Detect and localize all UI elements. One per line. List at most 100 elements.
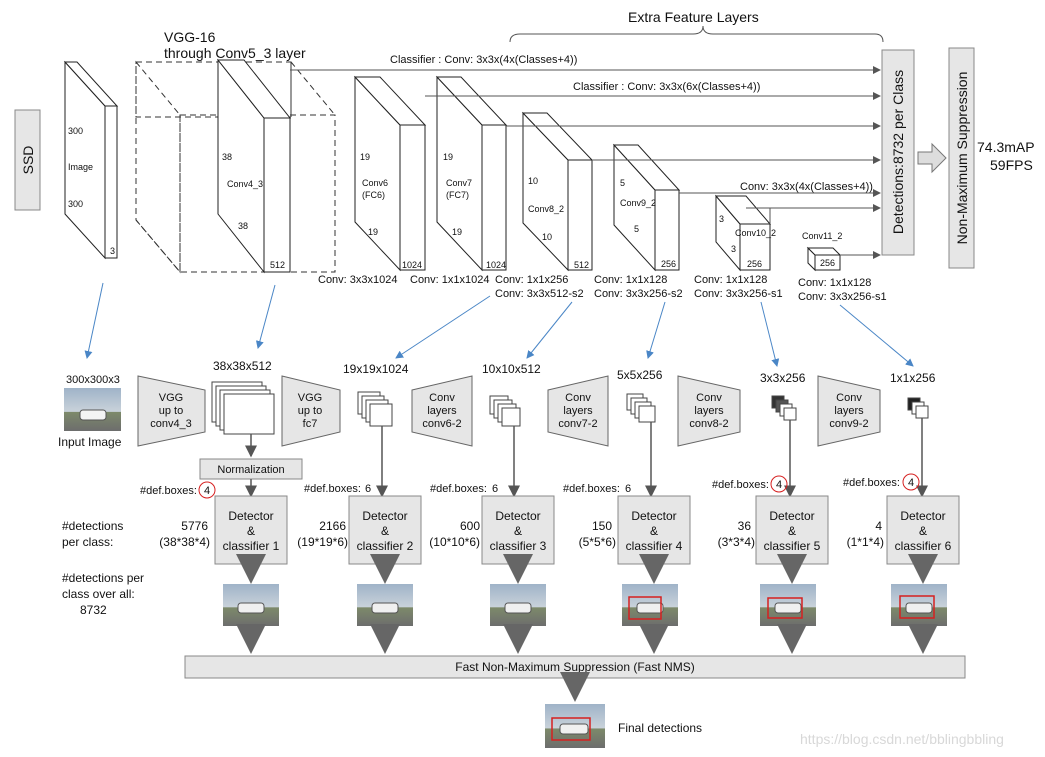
detection-box-4 bbox=[628, 596, 662, 620]
size-38: 38x38x512 bbox=[213, 359, 272, 373]
detector-6-l2: & bbox=[919, 524, 927, 538]
defboxes-label-3: #def.boxes: bbox=[430, 483, 487, 495]
detector-4: Detector & classifier 4 bbox=[617, 495, 691, 565]
ssd-label: SSD bbox=[20, 146, 36, 175]
size-5: 5x5x256 bbox=[617, 368, 663, 382]
conv7-2-l3: conv7-2 bbox=[558, 418, 597, 430]
conv-layers-conv8-2: Conv layers conv8-2 bbox=[677, 375, 741, 447]
conv4-3-w: 38 bbox=[238, 221, 248, 231]
detector-1-l3: classifier 1 bbox=[223, 539, 280, 553]
detections-box: Detections:8732 per Class bbox=[881, 49, 915, 256]
conv8-2-h: 10 bbox=[528, 176, 538, 186]
thumb-to-nms-arrows bbox=[236, 624, 938, 654]
conv7-2-l1: Conv bbox=[565, 392, 591, 404]
defboxes-value-1: 4 bbox=[204, 485, 210, 497]
conv9-2-w: 5 bbox=[634, 224, 639, 234]
conv8-2-l3: conv8-2 bbox=[689, 418, 728, 430]
conv-layers-conv7-2: Conv layers conv7-2 bbox=[547, 375, 609, 447]
defboxes-value-2: 6 bbox=[365, 483, 371, 495]
conv7-label-2: (FC7) bbox=[446, 190, 469, 200]
count-5-formula: (3*3*4) bbox=[718, 535, 755, 549]
detector-1-l2: & bbox=[247, 524, 255, 538]
conv9-2-l2: layers bbox=[834, 405, 864, 417]
fast-nms-label: Fast Non-Maximum Suppression (Fast NMS) bbox=[455, 660, 694, 674]
conv6-block: 19 Conv6 (FC6) 19 1024 bbox=[353, 75, 427, 272]
detections-overall-1: #detections per bbox=[62, 571, 144, 585]
feature-stack-38 bbox=[211, 381, 275, 435]
detection-box-5 bbox=[767, 597, 803, 619]
classifier-4b-label: Conv: 3x3x(4x(Classes+4)) bbox=[740, 181, 873, 193]
conv7-block: 19 Conv7 (FC7) 19 1024 bbox=[435, 75, 508, 272]
defboxes-value-6: 4 bbox=[908, 477, 914, 489]
thumbnail-5 bbox=[760, 584, 816, 626]
detector-3-l3: classifier 3 bbox=[490, 539, 547, 553]
conv11-2-block: Conv11_2 256 bbox=[802, 231, 842, 272]
extra-layers-brace bbox=[509, 25, 884, 43]
caption-conv7: Conv: 1x1x1024 bbox=[410, 274, 490, 286]
conv7-w: 19 bbox=[452, 227, 462, 237]
detector-2-l1: Detector bbox=[362, 509, 407, 523]
size-10: 10x10x512 bbox=[482, 362, 541, 376]
detector-4-l3: classifier 4 bbox=[626, 539, 683, 553]
count-3: 600 bbox=[460, 519, 480, 533]
extra-feature-layers-label: Extra Feature Layers bbox=[628, 9, 759, 25]
conv10-2-block: 3 Conv10_2 3 256 bbox=[714, 194, 776, 272]
conv6-2-l2: layers bbox=[427, 405, 457, 417]
caption-conv8-a: Conv: 1x1x256 bbox=[495, 274, 568, 286]
conv6-2-l1: Conv bbox=[429, 392, 455, 404]
conv9-2-h: 5 bbox=[620, 178, 625, 188]
detector-4-l2: & bbox=[650, 524, 658, 538]
detector-2: Detector & classifier 2 bbox=[348, 495, 422, 565]
normalization-box: Normalization bbox=[199, 458, 303, 480]
size-input: 300x300x3 bbox=[66, 374, 120, 386]
input-image-label: Input Image bbox=[58, 435, 122, 449]
caption-conv9-b: Conv: 3x3x256-s2 bbox=[594, 288, 683, 300]
classifier-4-label: Classifier : Conv: 3x3x(4x(Classes+4)) bbox=[390, 54, 577, 66]
defboxes-circle-1 bbox=[198, 481, 216, 499]
feature-stack-5 bbox=[626, 393, 656, 423]
conv9-2-d: 256 bbox=[661, 259, 676, 269]
caption-conv11-b: Conv: 3x3x256-s1 bbox=[798, 291, 887, 303]
vgg1-line1: VGG bbox=[159, 392, 183, 404]
conv7-d: 1024 bbox=[486, 260, 506, 270]
vgg-title-2: through Conv5_3 layer bbox=[164, 45, 306, 61]
conv9-2-l3: conv9-2 bbox=[829, 418, 868, 430]
conv4-3-h: 38 bbox=[222, 152, 232, 162]
defboxes-value-4: 6 bbox=[625, 483, 631, 495]
detector-1-l1: Detector bbox=[228, 509, 273, 523]
conv-layers-conv9-2: Conv layers conv9-2 bbox=[817, 375, 881, 447]
caption-conv6: Conv: 3x3x1024 bbox=[318, 274, 398, 286]
count-1: 5776 bbox=[181, 519, 208, 533]
conv10-2-label: Conv10_2 bbox=[735, 228, 776, 238]
image-block: 300 Image 300 3 bbox=[63, 60, 119, 260]
fps-score: 59FPS bbox=[990, 157, 1033, 173]
conv11-2-label: Conv11_2 bbox=[802, 231, 842, 241]
count-6-formula: (1*1*4) bbox=[847, 535, 884, 549]
result-thumbnails bbox=[223, 584, 947, 626]
vgg2-line3: fc7 bbox=[303, 418, 318, 430]
conv10-2-h: 3 bbox=[719, 214, 724, 224]
classifier-6-label: Classifier : Conv: 3x3x(6x(Classes+4)) bbox=[573, 81, 760, 93]
conv-layers-conv6-2: Conv layers conv6-2 bbox=[411, 375, 473, 447]
detector-2-l2: & bbox=[381, 524, 389, 538]
detector-6-l3: classifier 6 bbox=[895, 539, 952, 553]
conv6-h: 19 bbox=[360, 152, 370, 162]
defboxes-label-1: #def.boxes: bbox=[140, 485, 197, 497]
final-detection-box bbox=[551, 717, 591, 741]
conv8-2-l2: layers bbox=[694, 405, 724, 417]
detection-box-6 bbox=[899, 595, 935, 619]
detections-per-class-2: per class: bbox=[62, 535, 113, 549]
feature-stack-3 bbox=[771, 395, 797, 421]
vgg2-line2: up to bbox=[298, 405, 322, 417]
conv6-label-2: (FC6) bbox=[362, 190, 385, 200]
conv7-2-l2: layers bbox=[563, 405, 593, 417]
block-arrow bbox=[917, 142, 947, 174]
detector-3: Detector & classifier 3 bbox=[481, 495, 555, 565]
conv10-2-w: 3 bbox=[731, 244, 736, 254]
count-6: 4 bbox=[875, 519, 882, 533]
defboxes-circle-6 bbox=[902, 473, 920, 491]
count-5: 36 bbox=[738, 519, 752, 533]
fast-nms-bar: Fast Non-Maximum Suppression (Fast NMS) bbox=[184, 655, 966, 679]
conv4-3-label: Conv4_3 bbox=[227, 179, 263, 189]
